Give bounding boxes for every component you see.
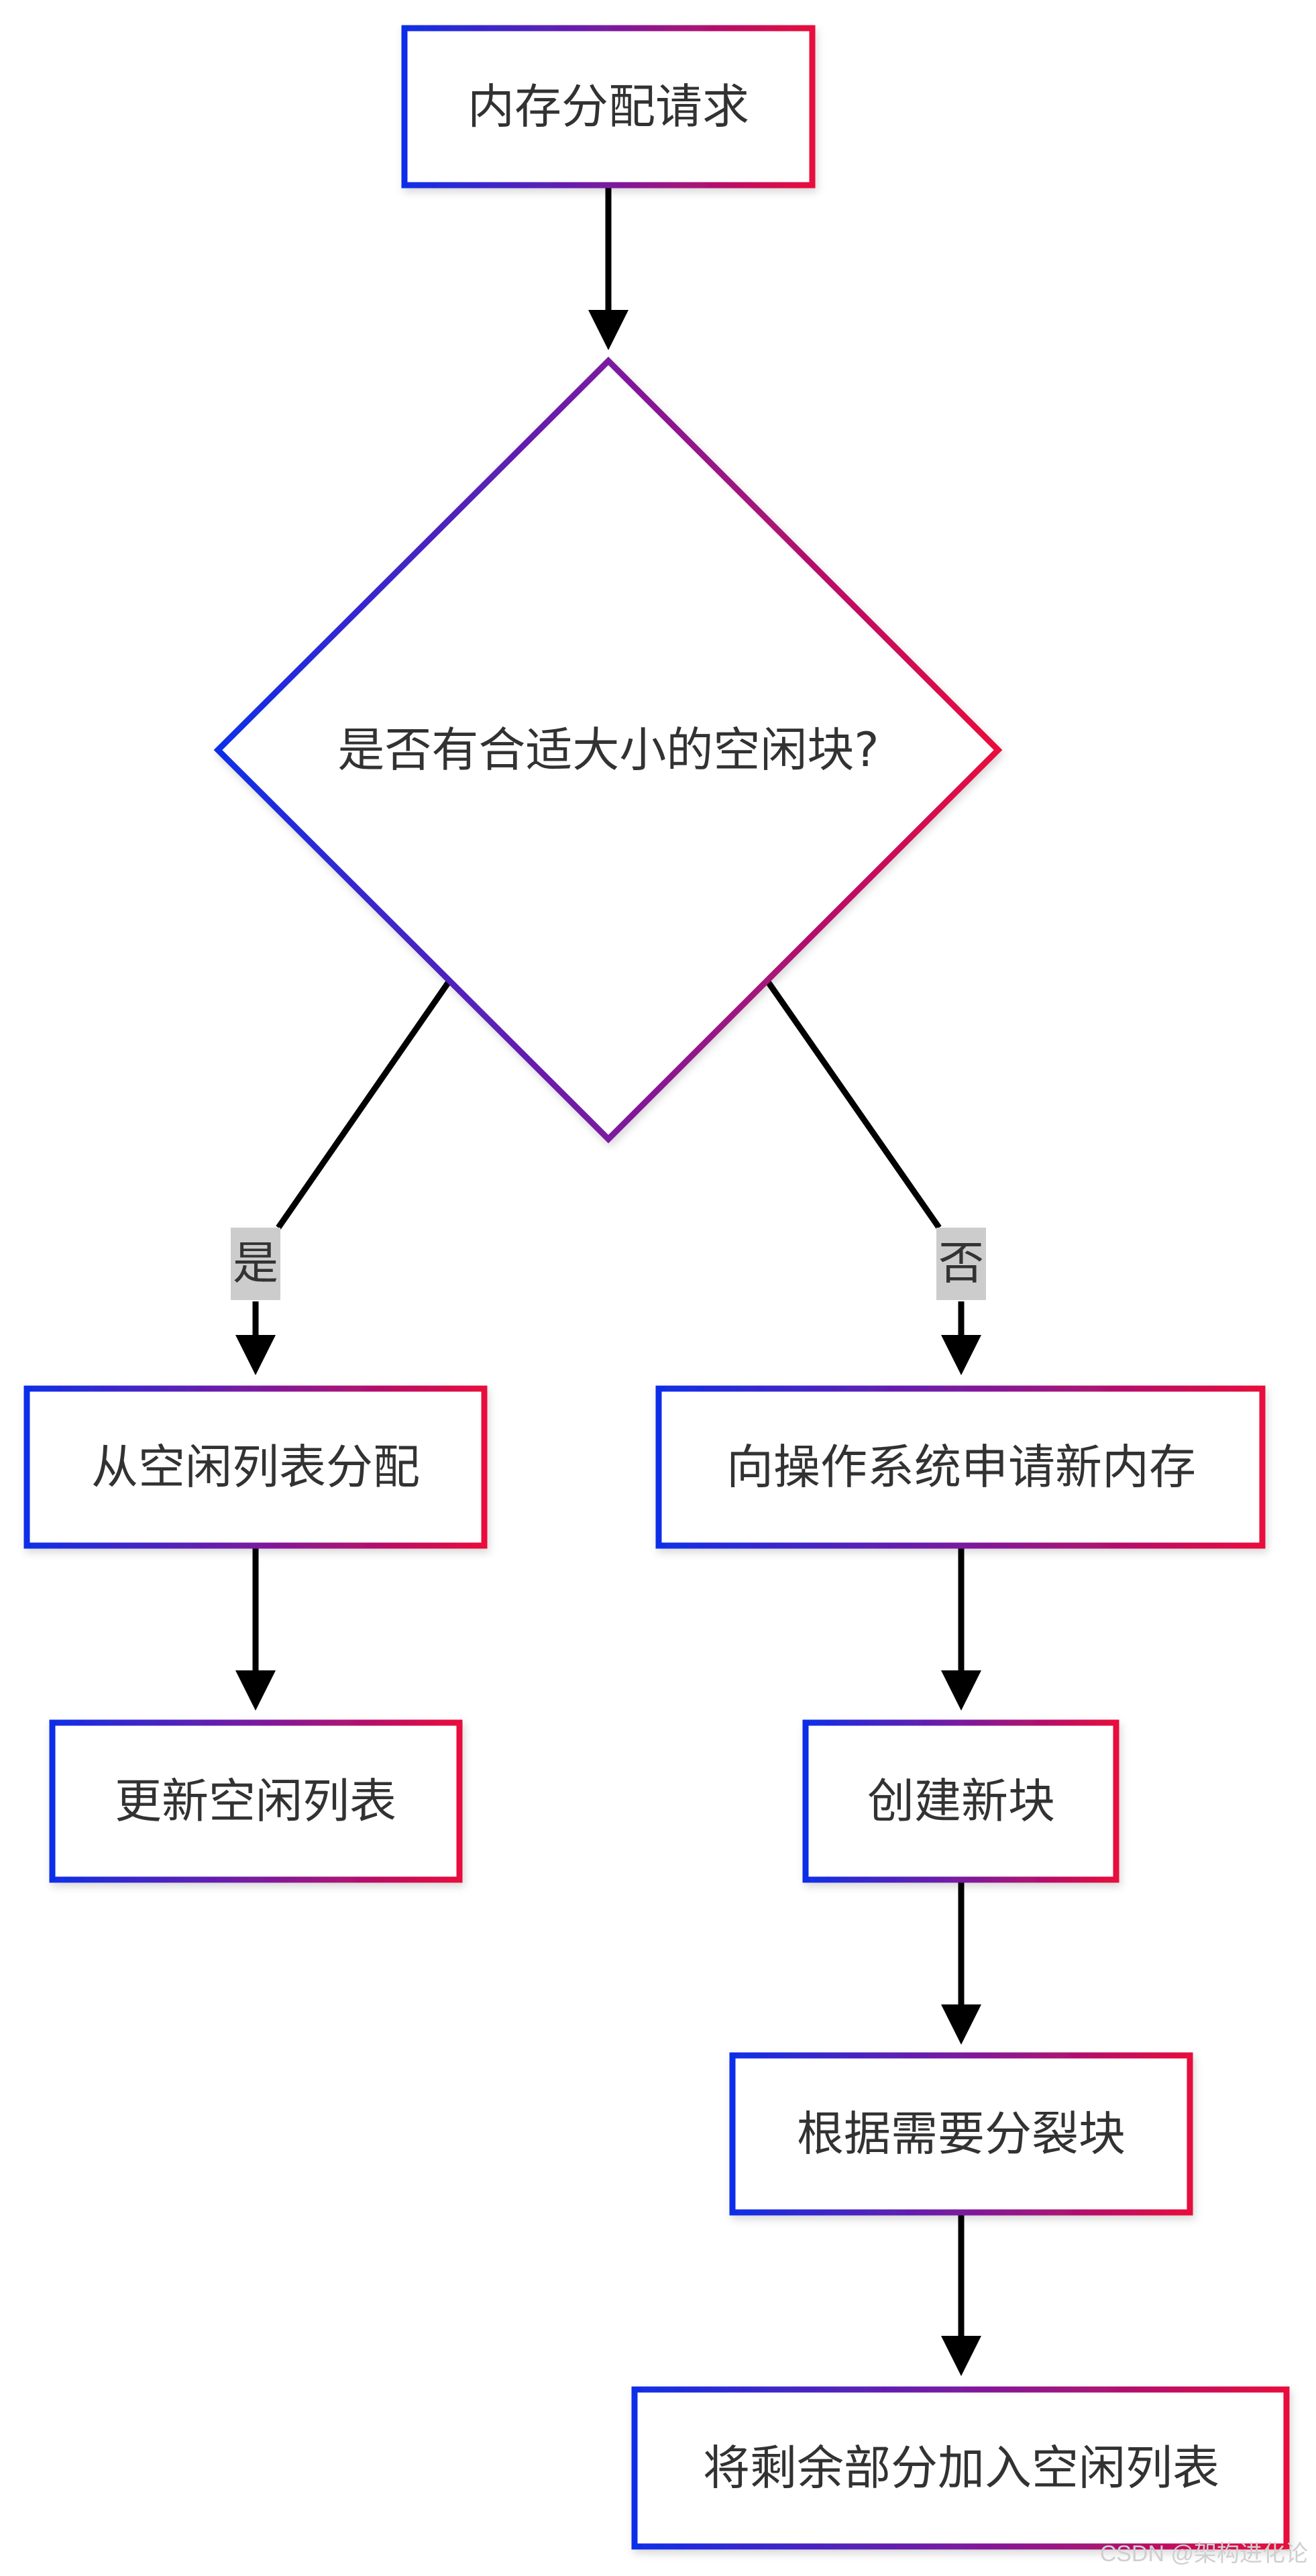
- edge-label-yes-bg: [231, 1228, 280, 1300]
- node-alloc-from-free-list: 从空闲列表分配: [23, 1385, 488, 1549]
- edge-label-yes: 是: [231, 1228, 280, 1300]
- node-create-block: 创建新块: [802, 1719, 1119, 1883]
- edge-decision-to-alloc-upper: [276, 981, 451, 1230]
- arrowhead-split: [941, 2004, 981, 2045]
- node-decision-label: 是否有合适大小的空闲块?: [337, 722, 879, 777]
- arrowhead-update: [235, 1670, 276, 1711]
- arrowhead-alloc: [235, 1335, 276, 1375]
- node-request-os-label: 向操作系统申请新内存: [726, 1440, 1196, 1495]
- edge-label-no-text: 否: [938, 1238, 984, 1291]
- arrowhead-decision: [588, 310, 628, 350]
- node-add-remaining: 将剩余部分加入空闲列表: [631, 2386, 1290, 2550]
- arrowhead-create: [941, 1670, 981, 1711]
- edge-decision-to-request-upper: [766, 981, 942, 1230]
- node-update-free-list: 更新空闲列表: [49, 1719, 463, 1883]
- watermark: CSDN @架构进化论: [1100, 2541, 1308, 2567]
- node-add-remaining-label: 将剩余部分加入空闲列表: [703, 2440, 1219, 2496]
- node-decision: 是否有合适大小的空闲块?: [213, 356, 1003, 1144]
- node-split-block: 根据需要分裂块: [729, 2052, 1193, 2216]
- node-request-os: 向操作系统申请新内存: [655, 1385, 1266, 1549]
- arrowhead-request: [941, 1335, 981, 1375]
- arrowheads: [235, 310, 981, 2376]
- edges: [252, 188, 965, 2336]
- edge-label-no: 否: [936, 1228, 986, 1300]
- node-alloc-from-free-list-label: 从空闲列表分配: [91, 1440, 420, 1495]
- node-create-block-label: 创建新块: [867, 1774, 1055, 1829]
- node-split-block-label: 根据需要分裂块: [797, 2106, 1126, 2161]
- arrowhead-add: [941, 2336, 981, 2376]
- edge-label-no-bg: [936, 1228, 986, 1300]
- node-start: 内存分配请求: [401, 25, 816, 189]
- edge-label-yes-text: 是: [233, 1238, 278, 1291]
- node-start-label: 内存分配请求: [468, 79, 749, 134]
- node-update-free-list-label: 更新空闲列表: [115, 1774, 396, 1829]
